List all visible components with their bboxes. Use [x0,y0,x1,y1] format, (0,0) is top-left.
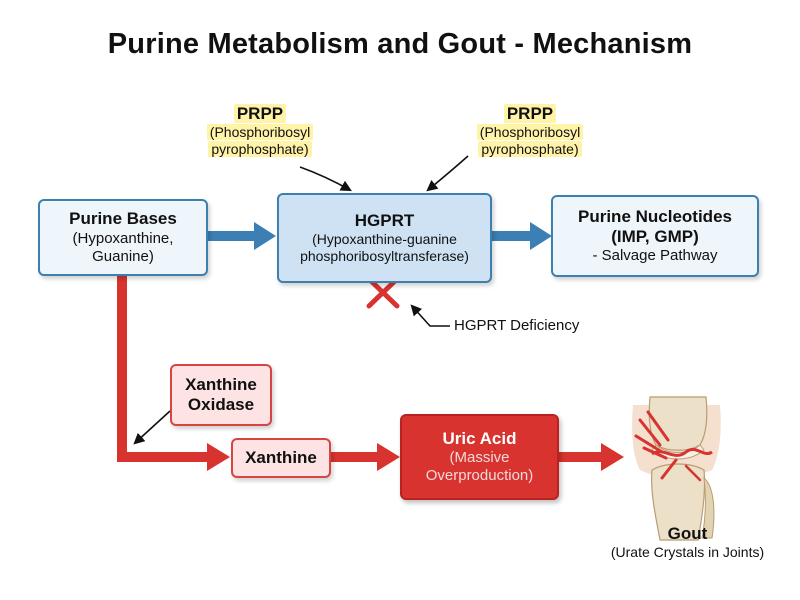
purine-nucleotides-box: Purine Nucleotides (IMP, GMP) - Salvage … [551,195,759,277]
purine-bases-line2: Guanine) [92,247,154,265]
xanthine-oxidase-box: Xanthine Oxidase [170,364,272,426]
xanthine-label: Xanthine [245,447,317,467]
knee-joint-icon [632,396,721,541]
uric-acid-line2: Overproduction) [425,467,534,485]
purine-bases-title: Purine Bases [69,209,177,229]
xanthine-oxidase-line2: Oxidase [187,395,255,414]
purine-bases-line1: (Hypoxanthine, [72,229,174,247]
arrow-xanthine-to-uric-acid [331,443,400,471]
gout-caption: Gout (Urate Crystals in Joints) [575,524,800,561]
nucleotides-line1: (IMP, GMP) [611,227,699,246]
arrow-prpp-right [426,155,469,192]
uric-acid-title: Uric Acid [442,428,517,448]
arrow-deficiency [410,304,450,327]
diagram-title: Purine Metabolism and Gout - Mechanism [107,28,693,60]
arrow-hgprt-to-nucleotides [492,222,552,250]
prpp-right-label: PRPP (Phosphoribosyl pyrophosphate) [450,104,610,157]
purine-bases-box: Purine Bases (Hypoxanthine, Guanine) [38,199,208,276]
xanthine-box: Xanthine [231,438,331,478]
red-x-icon [366,276,400,309]
nucleotides-line2: - Salvage Pathway [592,247,718,265]
gout-subtitle: (Urate Crystals in Joints) [610,544,765,561]
hgprt-box: HGPRT (Hypoxanthine-guanine phosphoribos… [277,193,492,283]
arrow-xanthine-oxidase [133,410,171,445]
arrow-bases-to-hgprt [208,222,276,250]
uric-acid-box: Uric Acid (Massive Overproduction) [400,414,559,500]
hgprt-deficiency-label: HGPRT Deficiency [454,317,580,334]
prpp-left-line1: (Phosphoribosyl [206,124,314,141]
gout-title: Gout [667,524,708,543]
prpp-right-abbr: PRPP [503,104,557,123]
path-bases-to-xanthine [117,276,230,471]
prpp-left-abbr: PRPP [233,104,287,123]
prpp-left-line2: pyrophosphate) [208,140,312,157]
prpp-right-line2: pyrophosphate) [478,140,582,157]
prpp-right-line1: (Phosphoribosyl [476,124,584,141]
prpp-left-label: PRPP (Phosphoribosyl pyrophosphate) [180,104,340,157]
arrow-prpp-left [299,166,352,192]
nucleotides-title: Purine Nucleotides [578,206,732,226]
xanthine-oxidase-line1: Xanthine [185,374,257,394]
uric-acid-line1: (Massive [449,449,510,467]
arrow-uric-acid-to-gout [559,443,624,471]
hgprt-title: HGPRT [354,211,415,230]
hgprt-line2: phosphoribosyltransferase) [300,248,469,265]
hgprt-line1: (Hypoxanthine-guanine [312,231,457,248]
